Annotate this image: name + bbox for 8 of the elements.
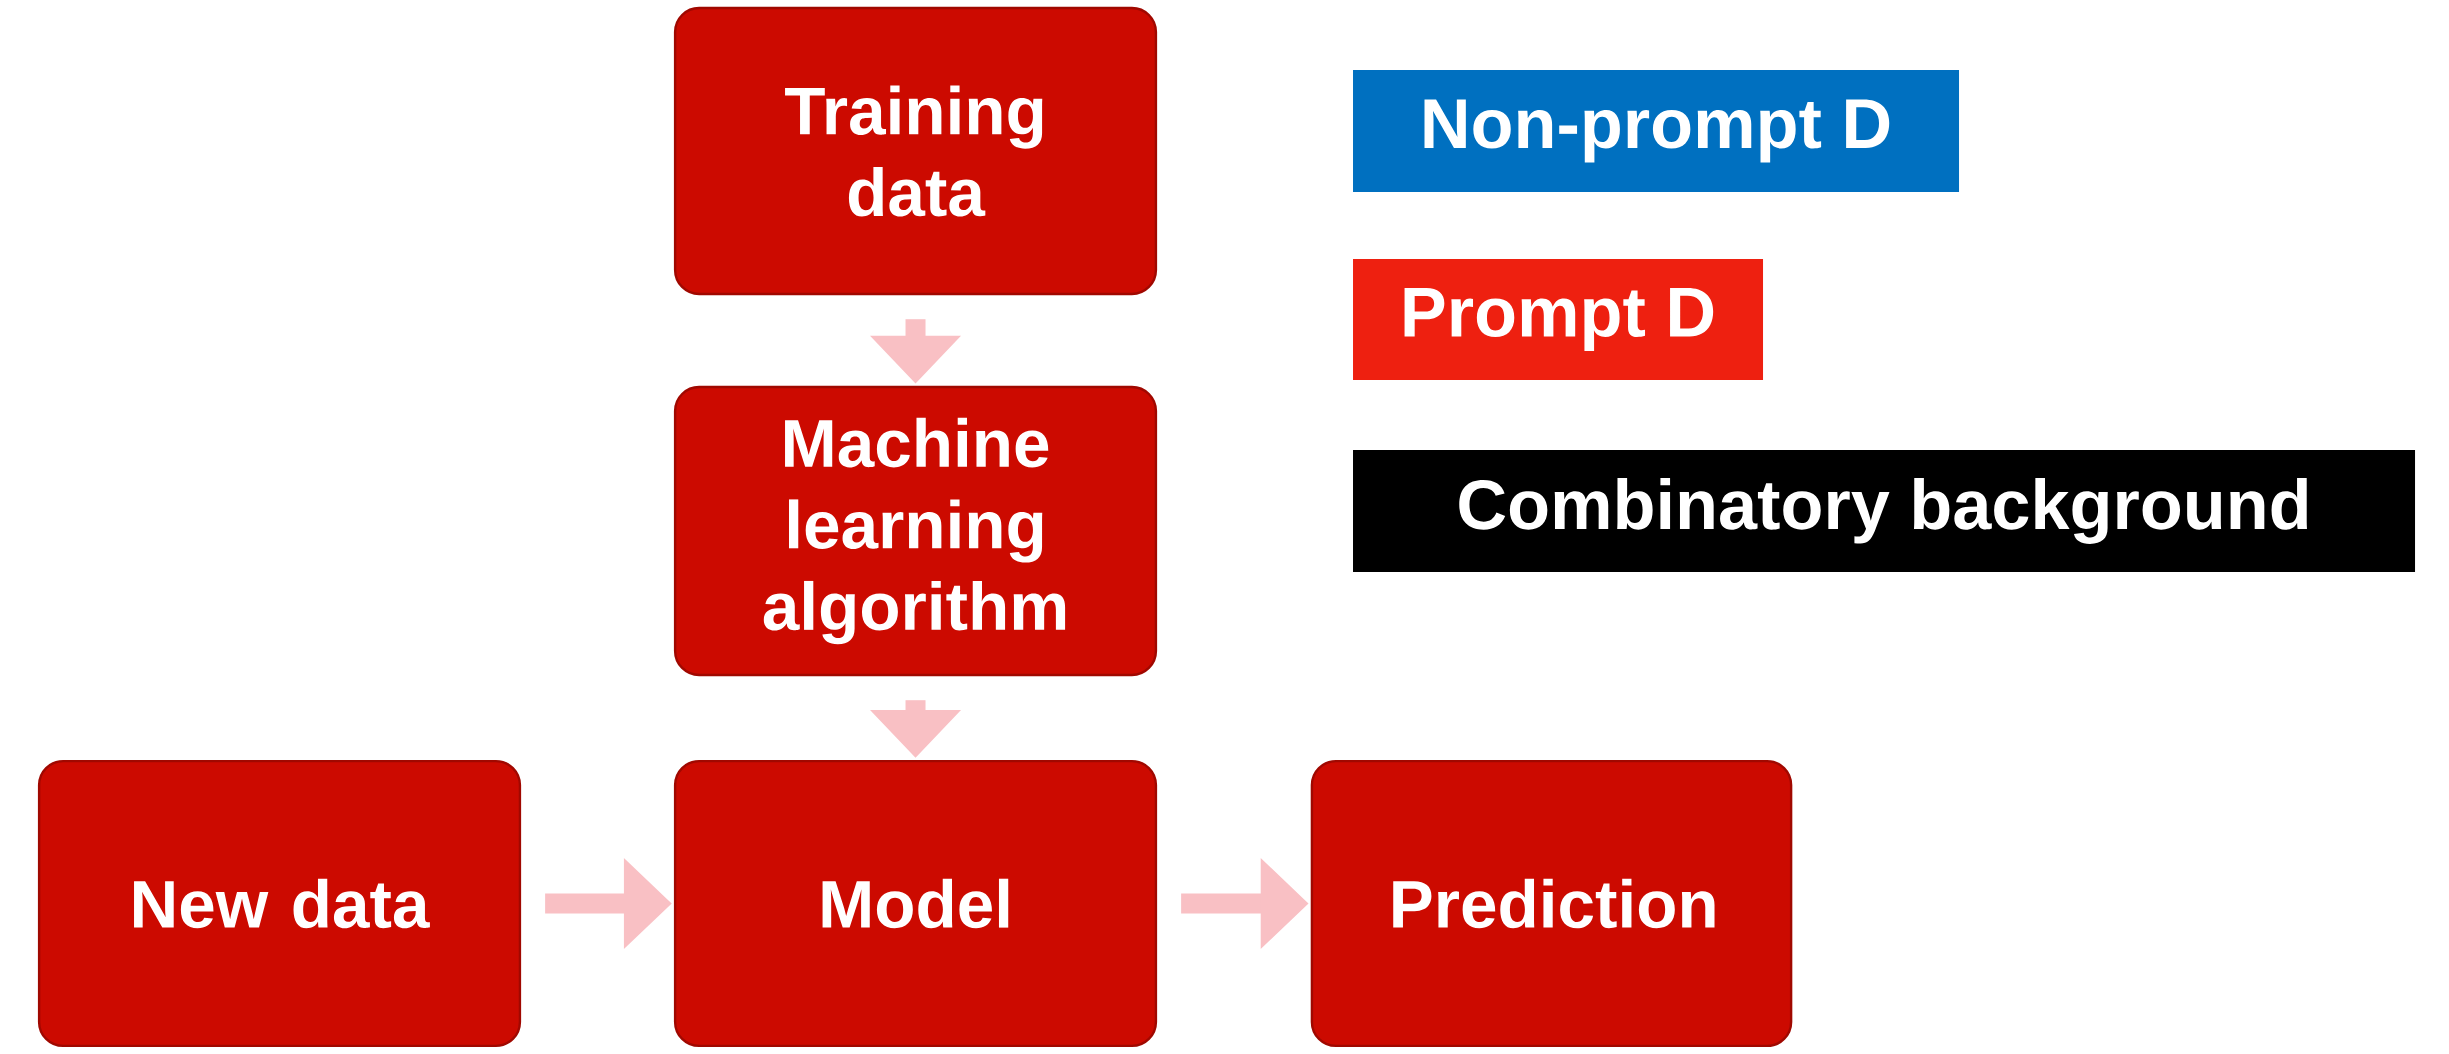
- process-box: Prediction: [1310, 759, 1793, 1048]
- category-tag: Prompt D: [1353, 259, 1764, 380]
- process-box: New data: [37, 759, 522, 1048]
- category-tag: Combinatory background: [1353, 450, 2416, 572]
- category-tag: Non-prompt D: [1353, 70, 1960, 192]
- process-box: Model: [673, 759, 1158, 1048]
- process-box: Machine learning algorithm: [673, 385, 1158, 677]
- process-box: Training data: [673, 6, 1158, 296]
